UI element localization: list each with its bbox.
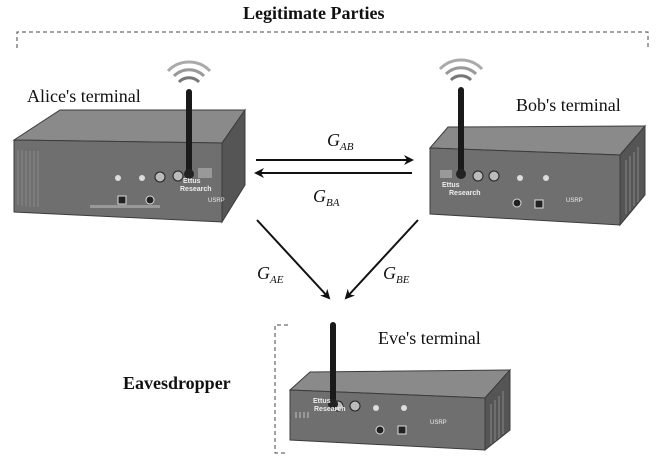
alice-device-series: USRP [208, 198, 225, 204]
legitimate-parties-box [16, 31, 649, 48]
channel-gain-ae: GAE [257, 263, 284, 286]
eve-antenna-icon [328, 322, 338, 409]
bob-terminal-label: Bob's terminal [516, 95, 621, 115]
eve-device-series: USRP [430, 420, 447, 426]
eve-terminal-label: Eve's terminal [378, 328, 481, 348]
channel-gain-ab: GAB [327, 130, 354, 153]
legitimate-parties-title: Legitimate Parties [243, 3, 385, 23]
bob-antenna-icon [438, 58, 484, 179]
alice-device [12, 108, 246, 224]
bob-device [428, 124, 647, 227]
eve-device [288, 368, 512, 452]
alice-terminal-label: Alice's terminal [27, 86, 141, 106]
channel-gain-ba: GBA [313, 186, 340, 209]
alice-device-model: Research [180, 186, 212, 193]
eve-device-model: Research [314, 406, 346, 413]
arrow-bob-to-eve [344, 219, 419, 300]
alice-antenna-icon [166, 60, 212, 179]
alice-device-brand: Ettus [183, 178, 201, 185]
eavesdropper-box [274, 324, 288, 454]
channel-gain-be: GBE [383, 263, 410, 286]
bob-device-brand: Ettus [442, 182, 460, 189]
arrow-alice-to-eve [256, 219, 331, 300]
eavesdropper-label: Eavesdropper [123, 373, 231, 393]
eve-device-brand: Ettus [313, 398, 331, 405]
bob-device-series: USRP [566, 198, 583, 204]
bob-device-model: Research [449, 190, 481, 197]
